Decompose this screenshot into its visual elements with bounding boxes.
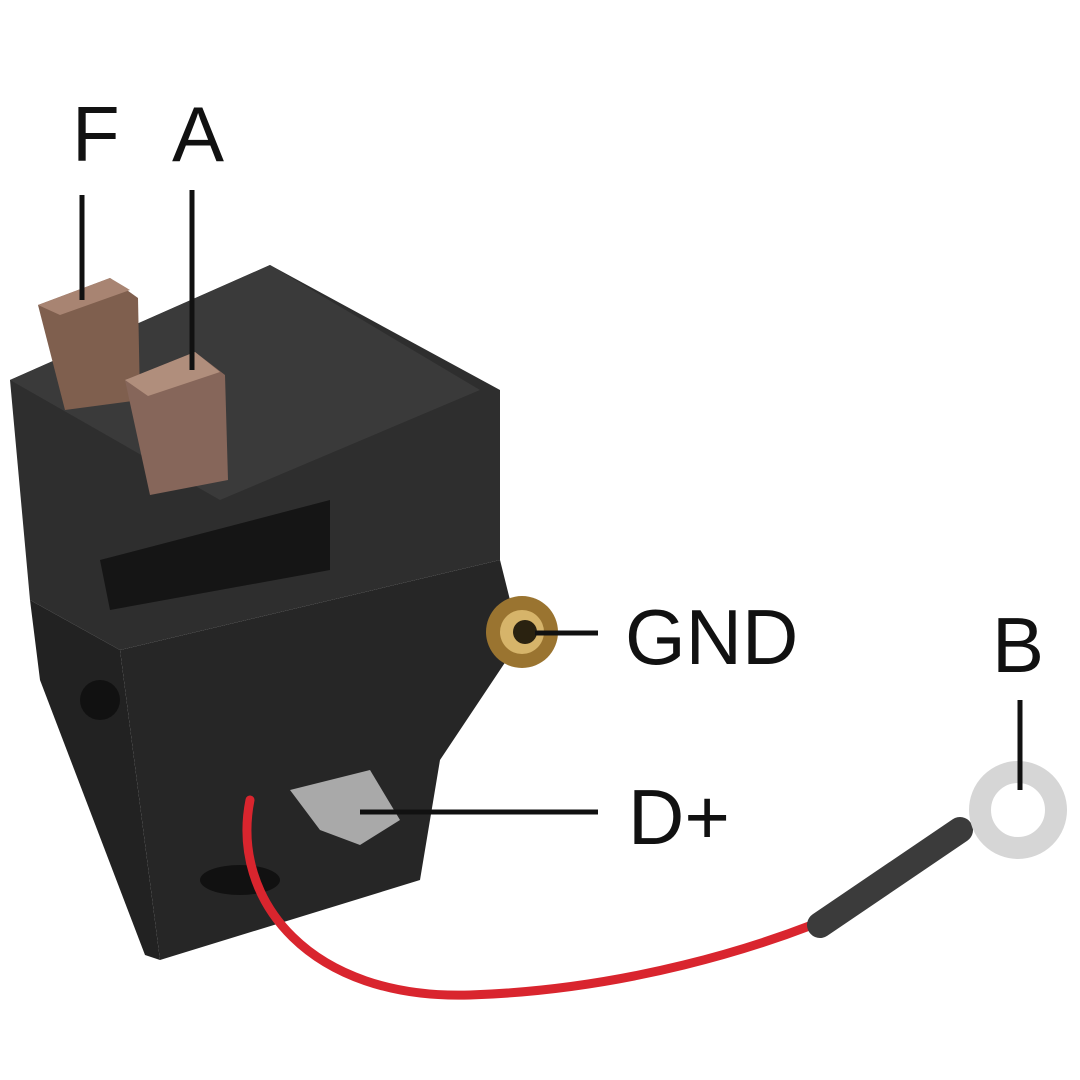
label-gnd: GND xyxy=(625,593,799,681)
leader-lines xyxy=(79,190,1023,815)
gnd-grommet xyxy=(486,596,558,668)
label-d-plus: D+ xyxy=(628,773,730,861)
label-a: A xyxy=(172,90,225,178)
label-b: B xyxy=(992,601,1045,689)
d-plus-spade-terminal xyxy=(290,770,400,845)
terminal-a xyxy=(125,352,228,495)
label-f: F xyxy=(72,90,120,178)
